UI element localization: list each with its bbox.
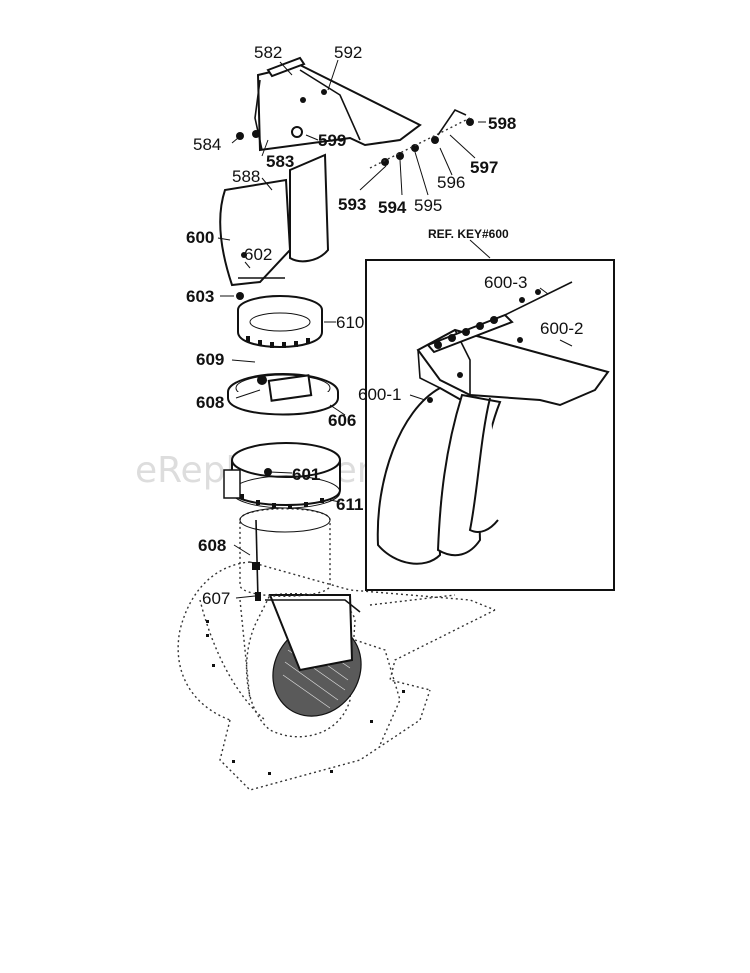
- label-601: 601: [292, 465, 320, 484]
- label-583: 583: [266, 152, 294, 171]
- ring-601: [223, 442, 341, 509]
- label-597: 597: [470, 158, 498, 177]
- label-594: 594: [378, 198, 407, 217]
- label-610: 610: [336, 313, 364, 332]
- inset-ref-key-600: [365, 239, 615, 591]
- label-598: 598: [488, 114, 516, 133]
- label-606: 606: [328, 411, 356, 430]
- bolts-607: [252, 519, 261, 601]
- label-582: 582: [254, 43, 282, 62]
- label-609: 609: [196, 350, 224, 369]
- label-611: 611: [336, 495, 363, 514]
- label-608-upper: 608: [196, 393, 224, 412]
- label-600: 600: [186, 228, 214, 247]
- label-603: 603: [186, 287, 214, 306]
- lower-collar: [239, 507, 331, 597]
- label-588: 588: [232, 167, 260, 186]
- label-596: 596: [437, 173, 465, 192]
- part-labels: 582 592 584 599 598 583 597 588 596 593 …: [186, 43, 583, 608]
- ring-606: [227, 373, 339, 416]
- label-607: 607: [202, 589, 230, 608]
- label-608-lower: 608: [198, 536, 226, 555]
- blower-housing: [177, 561, 496, 791]
- leader-lines: [217, 59, 486, 599]
- label-592: 592: [334, 43, 362, 62]
- label-593: 593: [338, 195, 366, 214]
- ring-610: [237, 295, 323, 348]
- label-600-1: 600-1: [358, 385, 401, 404]
- inset-title: REF. KEY#600: [428, 227, 509, 241]
- chute-assembly: [219, 56, 474, 300]
- label-599: 599: [318, 131, 346, 150]
- label-602: 602: [244, 245, 272, 264]
- label-600-3: 600-3: [484, 273, 527, 292]
- label-600-2: 600-2: [540, 319, 583, 338]
- label-595: 595: [414, 196, 442, 215]
- label-584: 584: [193, 135, 221, 154]
